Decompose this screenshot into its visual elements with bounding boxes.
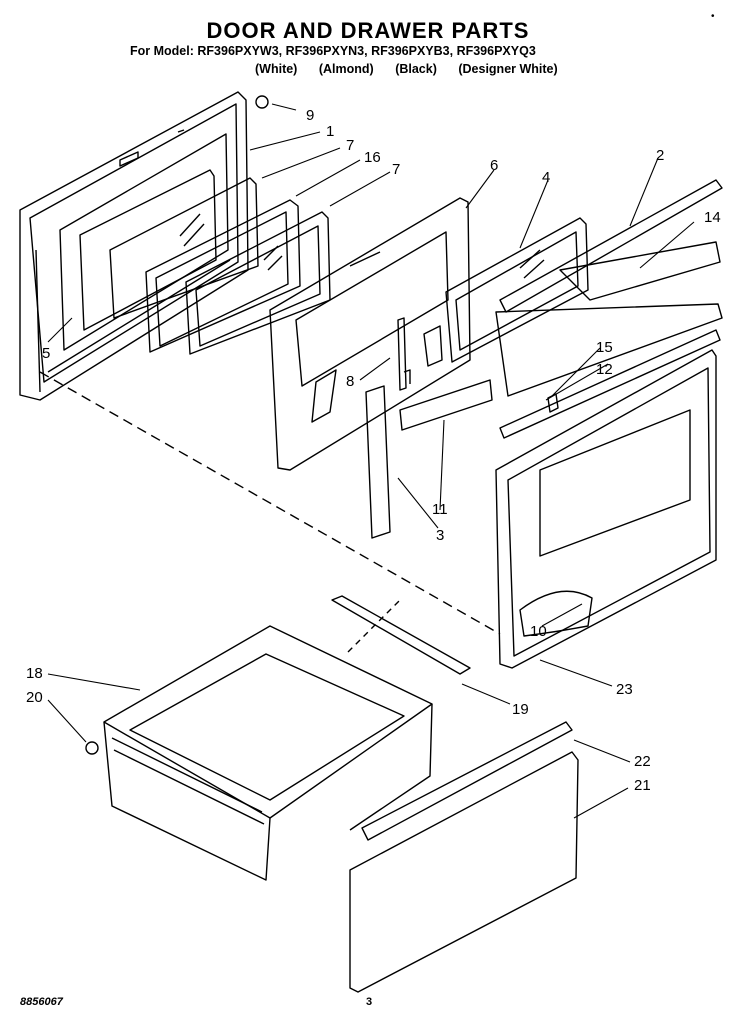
models-prefix: For Model: xyxy=(130,44,194,58)
model-number: RF396PXYN3, xyxy=(285,44,368,58)
model-number: RF396PXYB3, xyxy=(371,44,454,58)
screw-9 xyxy=(255,95,269,109)
corner-dot: • xyxy=(711,11,715,22)
page-number: 3 xyxy=(366,996,373,1008)
insulation-strip xyxy=(365,385,391,539)
drawer-front-trim xyxy=(361,721,573,841)
part-number-label: 16 xyxy=(364,149,381,166)
part-callouts: 9 1 7 16 7 5 6 4 2 14 8 11 3 15 12 10 23… xyxy=(26,107,721,794)
part-number-label: 3 xyxy=(436,527,444,544)
part-number-label: 9 xyxy=(306,107,314,124)
part-number-label: 12 xyxy=(596,361,613,378)
part-number-label: 2 xyxy=(656,147,664,164)
outer-door-panel xyxy=(495,349,717,669)
color-list: (White) (Almond) (Black) (Designer White… xyxy=(255,62,635,76)
part-number-label: 5 xyxy=(42,345,50,362)
part-number-label: 19 xyxy=(512,701,529,718)
inner-door-liner xyxy=(269,197,471,471)
model-number: RF396PXYQ3 xyxy=(456,44,536,58)
drawer-body xyxy=(103,625,433,881)
diagram-number: 8856067 xyxy=(20,996,63,1008)
leader-lines xyxy=(47,103,695,819)
part-number-label: 15 xyxy=(596,339,613,356)
model-list: For Model: RF396PXYW3, RF396PXYN3, RF396… xyxy=(130,44,600,58)
hinge-receptacle xyxy=(397,317,411,391)
outer-door-frame xyxy=(19,91,249,401)
assembly-line xyxy=(39,371,501,635)
part-number-label: 22 xyxy=(634,753,651,770)
page-title: DOOR AND DRAWER PARTS xyxy=(206,18,530,43)
part-number-label: 1 xyxy=(326,123,334,140)
part-number-label: 14 xyxy=(704,209,721,226)
vent-duct xyxy=(399,379,493,431)
screw-20 xyxy=(85,741,99,755)
drawer-front-panel xyxy=(349,751,579,993)
color-name: (Black) xyxy=(395,62,437,76)
inner-glass-panels xyxy=(79,169,331,355)
part-number-label: 7 xyxy=(346,137,354,154)
part-number-label: 6 xyxy=(490,157,498,174)
part-number-label: 20 xyxy=(26,689,43,706)
door-trim-pieces xyxy=(495,179,723,397)
part-number-label: 21 xyxy=(634,777,651,794)
part-number-label: 8 xyxy=(346,373,354,390)
part-number-label: 23 xyxy=(616,681,633,698)
drawer-rail xyxy=(331,595,471,675)
color-name: (White) xyxy=(255,62,298,76)
drawing-lines xyxy=(19,91,723,993)
part-number-label: 11 xyxy=(432,501,448,518)
window-glass xyxy=(445,217,589,363)
model-number: RF396PXYW3, xyxy=(197,44,283,58)
color-name: (Designer White) xyxy=(458,62,558,76)
part-number-label: 18 xyxy=(26,665,43,682)
color-name: (Almond) xyxy=(318,62,374,76)
part-number-label: 4 xyxy=(542,169,550,186)
part-number-label: 10 xyxy=(530,623,547,640)
assembly-line-drawer xyxy=(347,599,401,653)
part-number-label: 7 xyxy=(392,161,400,178)
